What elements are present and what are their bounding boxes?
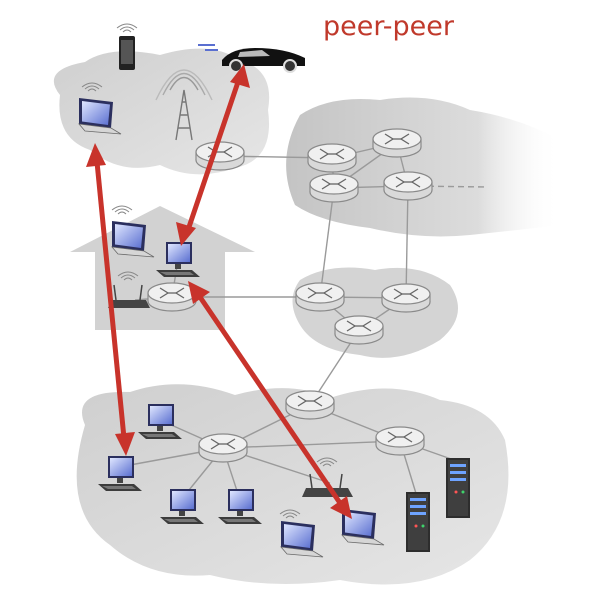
router-icon [375,426,425,456]
smartphone-icon [116,23,138,70]
cell-tower-icon [155,69,213,141]
peer-connection-arrows [86,64,352,519]
wireless-access-point-icon [302,457,353,497]
wireless-access-point-icon [108,271,150,308]
server-icon [446,458,470,518]
home-network-icon [70,206,255,330]
router-icon [195,141,245,171]
isp-network-cloud [286,97,560,237]
router-icon [383,171,433,201]
server-icon [406,492,430,552]
router-icon [307,143,357,173]
router-icon [381,283,431,313]
car-icon [198,44,305,73]
router-icon [295,282,345,312]
router-icon [372,128,422,158]
router-icon [285,390,335,420]
router-icon [198,433,248,463]
wifi-signal-icon [111,205,133,215]
router-icon [309,173,359,203]
diagram-title: peer-peer [323,11,455,42]
router-icon [147,282,197,312]
router-icon [334,315,384,345]
regional-network-cloud [292,267,458,358]
